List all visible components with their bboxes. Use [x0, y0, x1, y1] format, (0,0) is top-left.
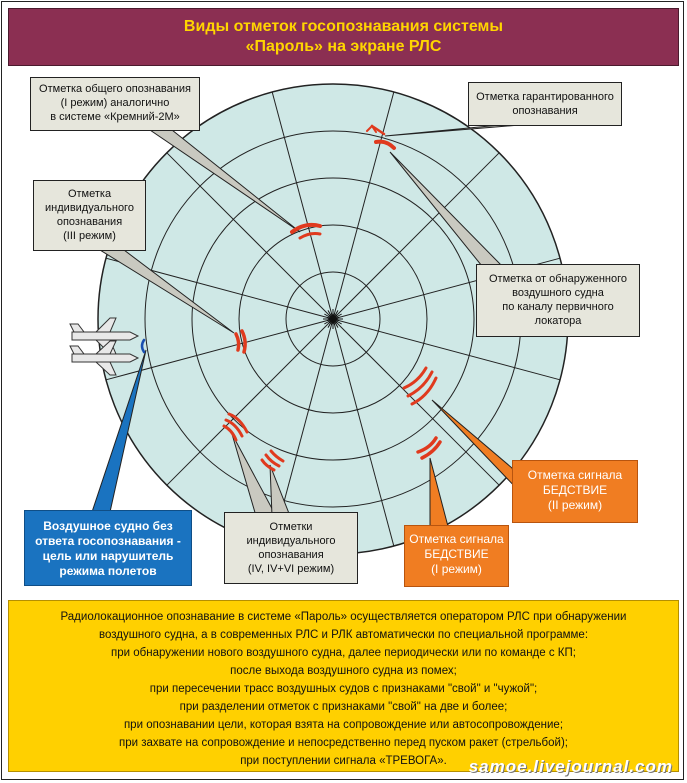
mark-guaranteed — [366, 124, 396, 150]
mark-distress1 — [416, 436, 442, 460]
azimuth-line — [332, 318, 561, 381]
azimuth-line — [166, 152, 334, 320]
watermark: samoe.livejournal.com — [468, 757, 673, 776]
mark-individual-a — [222, 412, 249, 442]
explanation-line: при опознавании цели, которая взята на с… — [123, 719, 564, 731]
explanation-panel: Радиолокационное опознавание в системе «… — [8, 600, 679, 772]
callout-text: локатора — [534, 315, 582, 327]
callout-individual-mode3: Отметка индивидуального опознавания (III… — [33, 180, 146, 251]
callout-primary-radar: Отметка от обнаруженного воздушного судн… — [476, 264, 640, 337]
callout-text: БЕДСТВИЕ — [542, 483, 608, 497]
azimuth-line — [271, 91, 334, 320]
azimuth-line — [332, 152, 500, 320]
explanation-line: при обнаружении нового воздушного судна,… — [111, 647, 576, 659]
explanation-line: при разделении отметок с признаками "сво… — [179, 701, 508, 713]
leader-lines — [91, 124, 521, 535]
azimuth-line — [332, 318, 395, 547]
callout-text: Отметка — [67, 188, 112, 200]
aircraft-icon — [69, 340, 140, 376]
callout-text: Отметка гарантированного — [476, 91, 614, 103]
callout-text: (IV, IV+VI режим) — [247, 563, 335, 575]
azimuth-line — [105, 318, 334, 381]
mark-general — [290, 222, 322, 240]
callout-distress-mode1: Отметка сигнала БЕДСТВИЕ (I режим) — [404, 525, 509, 587]
callout-text: Отметка общего опознавания — [39, 83, 191, 95]
callout-individual-multi: Отметки индивидуального опознавания (IV,… — [224, 512, 358, 584]
callout-text: в системе «Кремний-2М» — [50, 111, 180, 123]
callout-guaranteed-identification: Отметка гарантированного опознавания — [468, 82, 622, 126]
callout-text: опознавания — [56, 216, 123, 228]
explanation-line: после выхода воздушного судна из помех; — [230, 665, 457, 677]
range-ring — [238, 224, 428, 414]
scope-center-burst — [323, 309, 343, 329]
burst-ray — [332, 316, 339, 320]
callout-text: воздушного судна — [512, 287, 604, 299]
mark-individual3 — [234, 329, 247, 354]
explanation-line: при поступлении сигнала «ТРЕВОГА». — [240, 755, 447, 767]
range-ring — [191, 177, 475, 461]
mark-distress2 — [402, 366, 438, 406]
explanation-line: при пересечении трасс воздушных судов с … — [149, 683, 538, 695]
header-banner: Виды отметок госопознавания системы «Пар… — [8, 8, 679, 66]
azimuth-lines — [105, 91, 561, 547]
callout-text: (III режим) — [63, 230, 116, 242]
callout-text: по каналу первичного — [502, 301, 614, 313]
callout-text: Отметка сигнала — [409, 532, 504, 546]
explanation-line: воздушного судна, а в современных РЛС и … — [98, 629, 589, 641]
callout-text: БЕДСТВИЕ — [424, 547, 489, 561]
title-line-1: Виды отметок госопознавания системы — [183, 18, 504, 35]
callout-distress-mode2: Отметка сигнала БЕДСТВИЕ (II режим) — [512, 460, 638, 523]
callout-text: индивидуального — [246, 535, 336, 547]
mark-individual-b — [260, 449, 285, 472]
callout-general-identification: Отметка общего опознавания (I режим) ана… — [30, 77, 200, 131]
callout-text: Отметка сигнала — [527, 468, 623, 482]
callout-text: (I режим) аналогично — [60, 97, 170, 109]
callout-text: режима полетов — [59, 564, 157, 578]
callout-text: (I режим) — [431, 562, 482, 576]
callout-text: ответа госопознавания - — [35, 534, 181, 548]
mark-no-response — [140, 338, 146, 354]
callout-text: (II режим) — [547, 498, 603, 512]
radar-marks — [140, 124, 442, 472]
callout-text: Отметка от обнаруженного — [488, 273, 627, 285]
callout-text: опознавания — [258, 549, 324, 561]
explanation-line: Радиолокационное опознавание в системе «… — [60, 611, 627, 623]
callout-text: опознавания — [512, 105, 578, 117]
explanation-line: при захвате на сопровождение и непосредс… — [119, 737, 568, 749]
callout-text: индивидуального — [45, 202, 134, 214]
callout-no-response: Воздушное судно без ответа госопознавани… — [24, 510, 192, 586]
callout-text: Воздушное судно без — [43, 519, 173, 533]
callout-text: цель или нарушитель — [42, 549, 174, 563]
azimuth-line — [332, 91, 395, 320]
title-line-2: «Пароль» на экране РЛС — [245, 38, 442, 55]
callout-text: Отметки — [269, 521, 313, 533]
azimuth-line — [166, 318, 334, 486]
range-ring — [285, 271, 381, 367]
